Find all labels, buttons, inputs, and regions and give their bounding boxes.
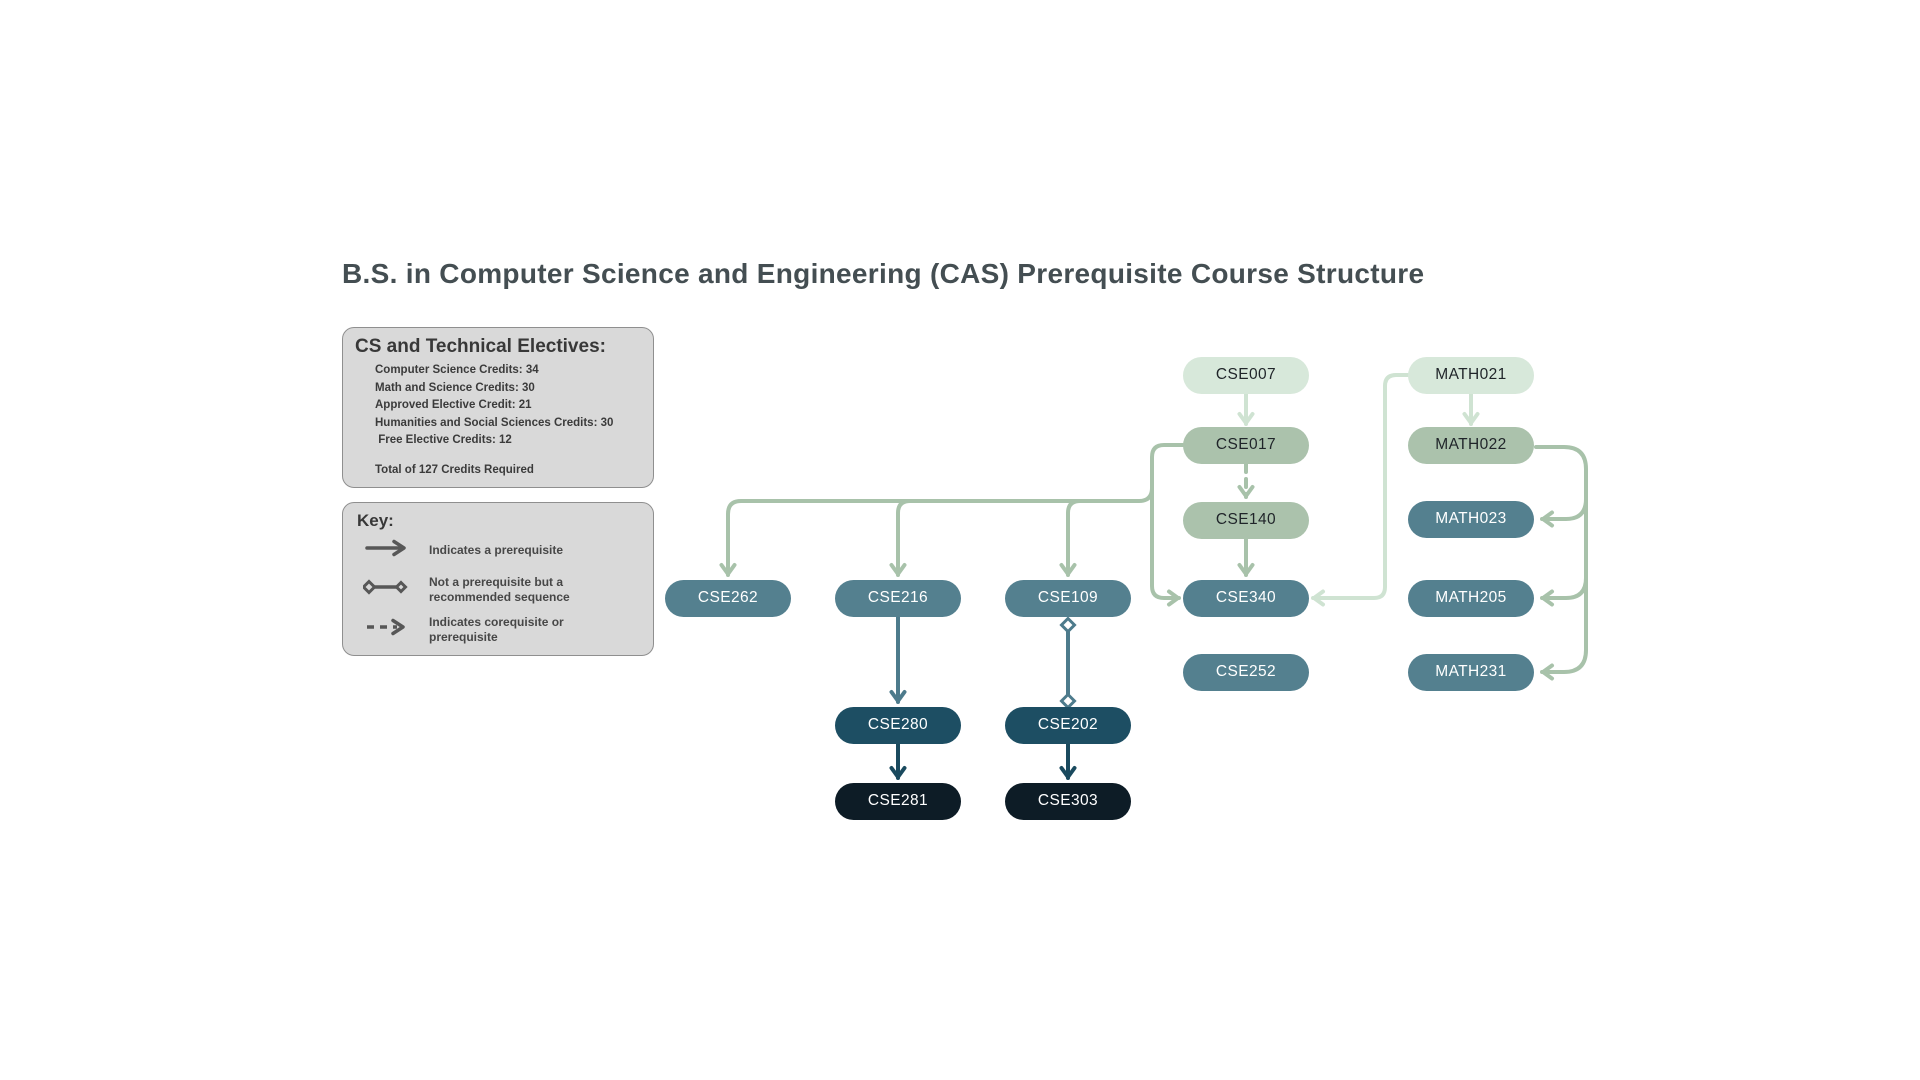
credit-line: Free Elective Credits: 12 <box>375 434 512 446</box>
node-cse280: CSE280 <box>835 706 961 744</box>
legend-item: Not a prerequisite but a recommended seq… <box>361 575 639 604</box>
legend-item: Indicates a prerequisite <box>363 537 639 564</box>
node-cse252: CSE252 <box>1183 653 1309 691</box>
credit-lines: Computer Science Credits: 34 Math and Sci… <box>375 362 641 450</box>
node-cse140: CSE140 <box>1183 501 1309 539</box>
node-cse007: CSE007 <box>1183 356 1309 394</box>
credit-line: Computer Science Credits: 34 <box>375 364 539 376</box>
node-math231: MATH231 <box>1408 653 1534 691</box>
solid-arrow-icon <box>363 537 415 564</box>
node-cse017: CSE017 <box>1183 426 1309 464</box>
legend-item-label: Indicates corequisite or prerequisite <box>429 615 564 644</box>
credit-line: Approved Elective Credit: 21 <box>375 399 532 411</box>
node-cse340: CSE340 <box>1183 579 1309 617</box>
electives-summary-box: CS and Technical Electives: Computer Sci… <box>342 327 654 488</box>
node-cse262: CSE262 <box>665 579 791 617</box>
node-math023: MATH023 <box>1408 500 1534 538</box>
node-cse216: CSE216 <box>835 579 961 617</box>
legend-item-label: Not a prerequisite but a recommended seq… <box>429 575 570 604</box>
node-math021: MATH021 <box>1408 356 1534 394</box>
diamond-endpoint-icon <box>1059 616 1077 634</box>
credit-total: Total of 127 Credits Required <box>375 463 534 476</box>
edge-cse017-cse109 <box>1059 499 1093 577</box>
diamond-endpoint-icon <box>1059 692 1077 710</box>
legend-item-label: Indicates a prerequisite <box>429 543 564 558</box>
edge-math022-math231 <box>1534 445 1588 681</box>
diamond-line-icon <box>361 576 415 603</box>
edge-cse017-cse216 <box>889 499 923 577</box>
edge-math022-math023 <box>1540 485 1588 528</box>
legend-item: Indicates corequisite or prerequisite <box>363 615 639 644</box>
node-cse109: CSE109 <box>1005 579 1131 617</box>
edge-cse017-cse262 <box>719 482 1154 577</box>
node-cse303: CSE303 <box>1005 782 1131 820</box>
edge-math021-cse340 <box>1311 373 1410 607</box>
page-title: B.S. in Computer Science and Engineering… <box>342 258 1425 289</box>
node-cse202: CSE202 <box>1005 706 1131 744</box>
electives-box-title: CS and Technical Electives: <box>355 336 606 357</box>
legend-box-title: Key: <box>357 511 394 530</box>
edge-cse017-cse340 <box>1150 443 1185 607</box>
node-math022: MATH022 <box>1408 426 1534 464</box>
edge-math022-math205 <box>1540 565 1588 607</box>
node-cse281: CSE281 <box>835 782 961 820</box>
credit-line: Humanities and Social Sciences Credits: … <box>375 416 614 429</box>
node-math205: MATH205 <box>1408 579 1534 617</box>
dashed-arrow-icon <box>363 616 415 643</box>
credit-line: Math and Science Credits: 30 <box>375 381 535 394</box>
